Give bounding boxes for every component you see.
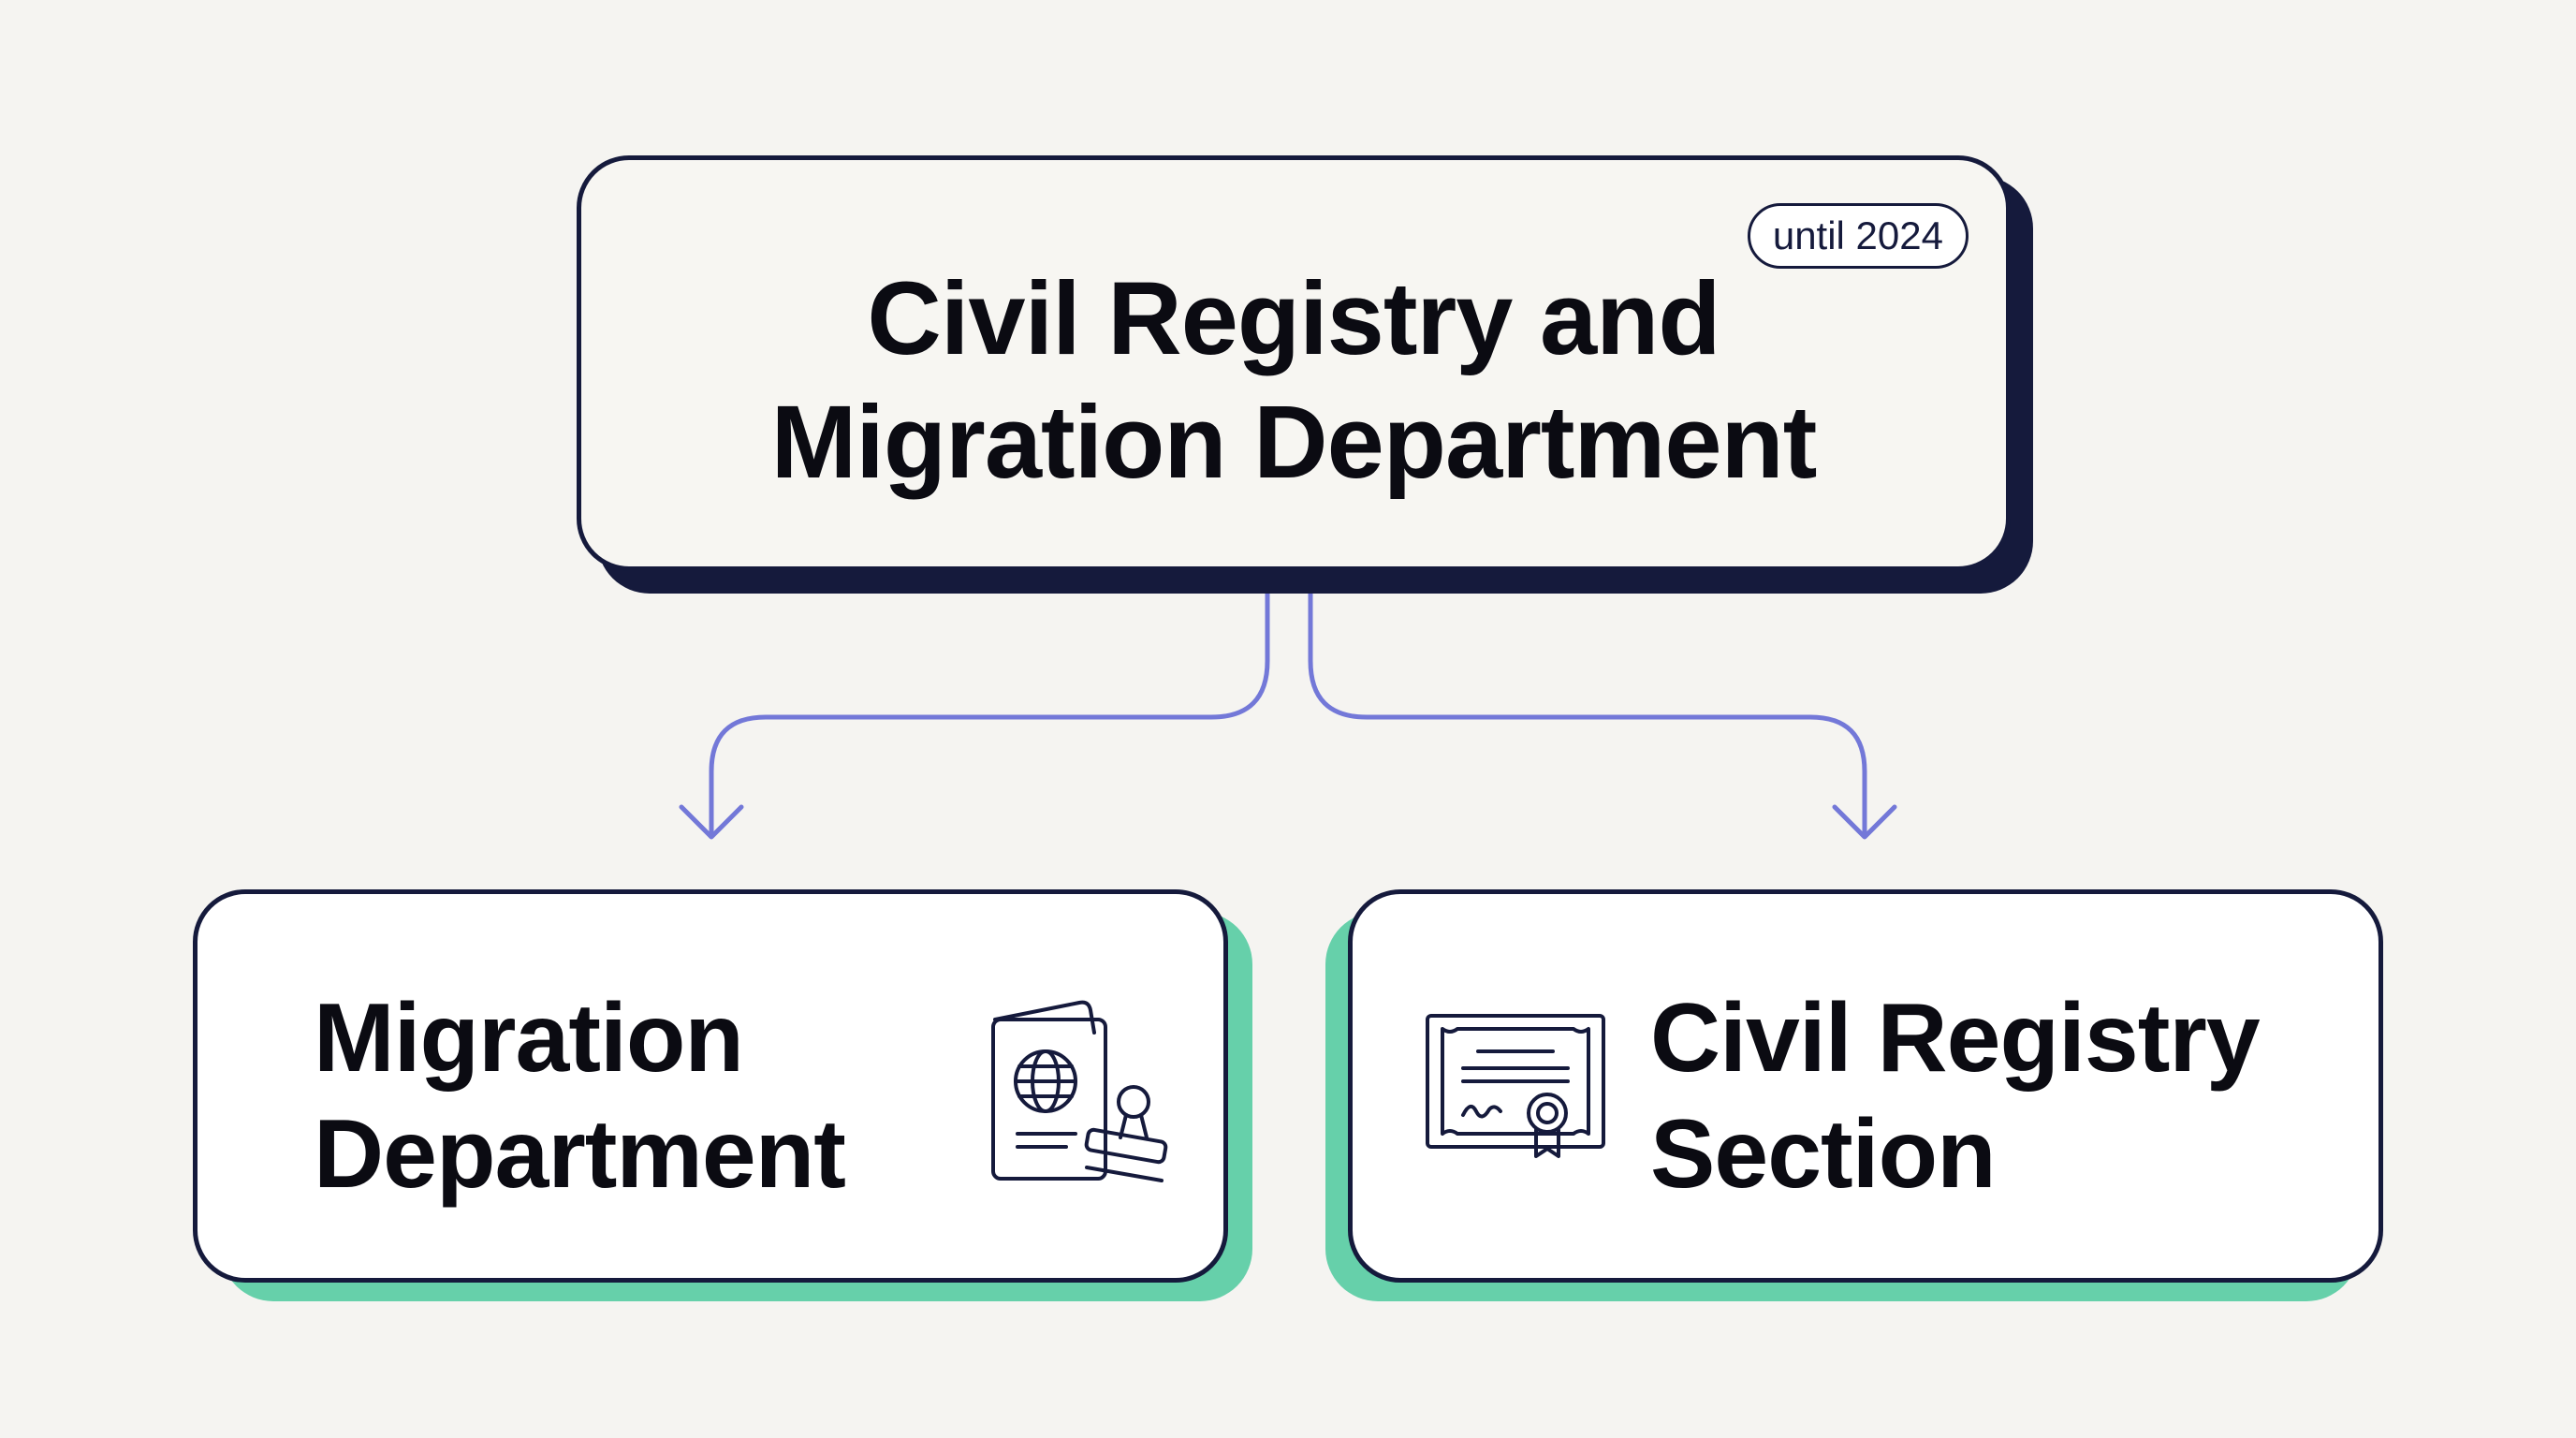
certificate-icon [1426,1014,1605,1158]
top-node-title-line1: Civil Registry and [867,261,1720,376]
migration-node-card: Migration Department [193,889,1228,1283]
civil-registry-node-card: Civil Registry Section [1348,889,2383,1283]
migration-node-title: Migration Department [314,980,846,1212]
connector-to-migration [709,591,1270,838]
top-node-title: Civil Registry and Migration Department [581,257,2006,505]
top-node-card: until 2024 Civil Registry and Migration … [577,155,2011,571]
civil-registry-node-title-line2: Section [1650,1100,1997,1209]
arrowhead-migration [679,804,744,840]
connector-to-civil-registry [1308,591,1867,838]
civil-registry-node-title: Civil Registry Section [1650,980,2261,1212]
until-badge: until 2024 [1747,203,1969,269]
migration-node-title-line1: Migration [314,984,744,1093]
migration-node-title-line2: Department [314,1100,846,1209]
top-node-title-line2: Migration Department [770,385,1818,500]
passport-stamp-icon [991,1000,1168,1182]
arrowhead-civil-registry [1832,804,1897,840]
civil-registry-node-title-line1: Civil Registry [1650,984,2261,1093]
